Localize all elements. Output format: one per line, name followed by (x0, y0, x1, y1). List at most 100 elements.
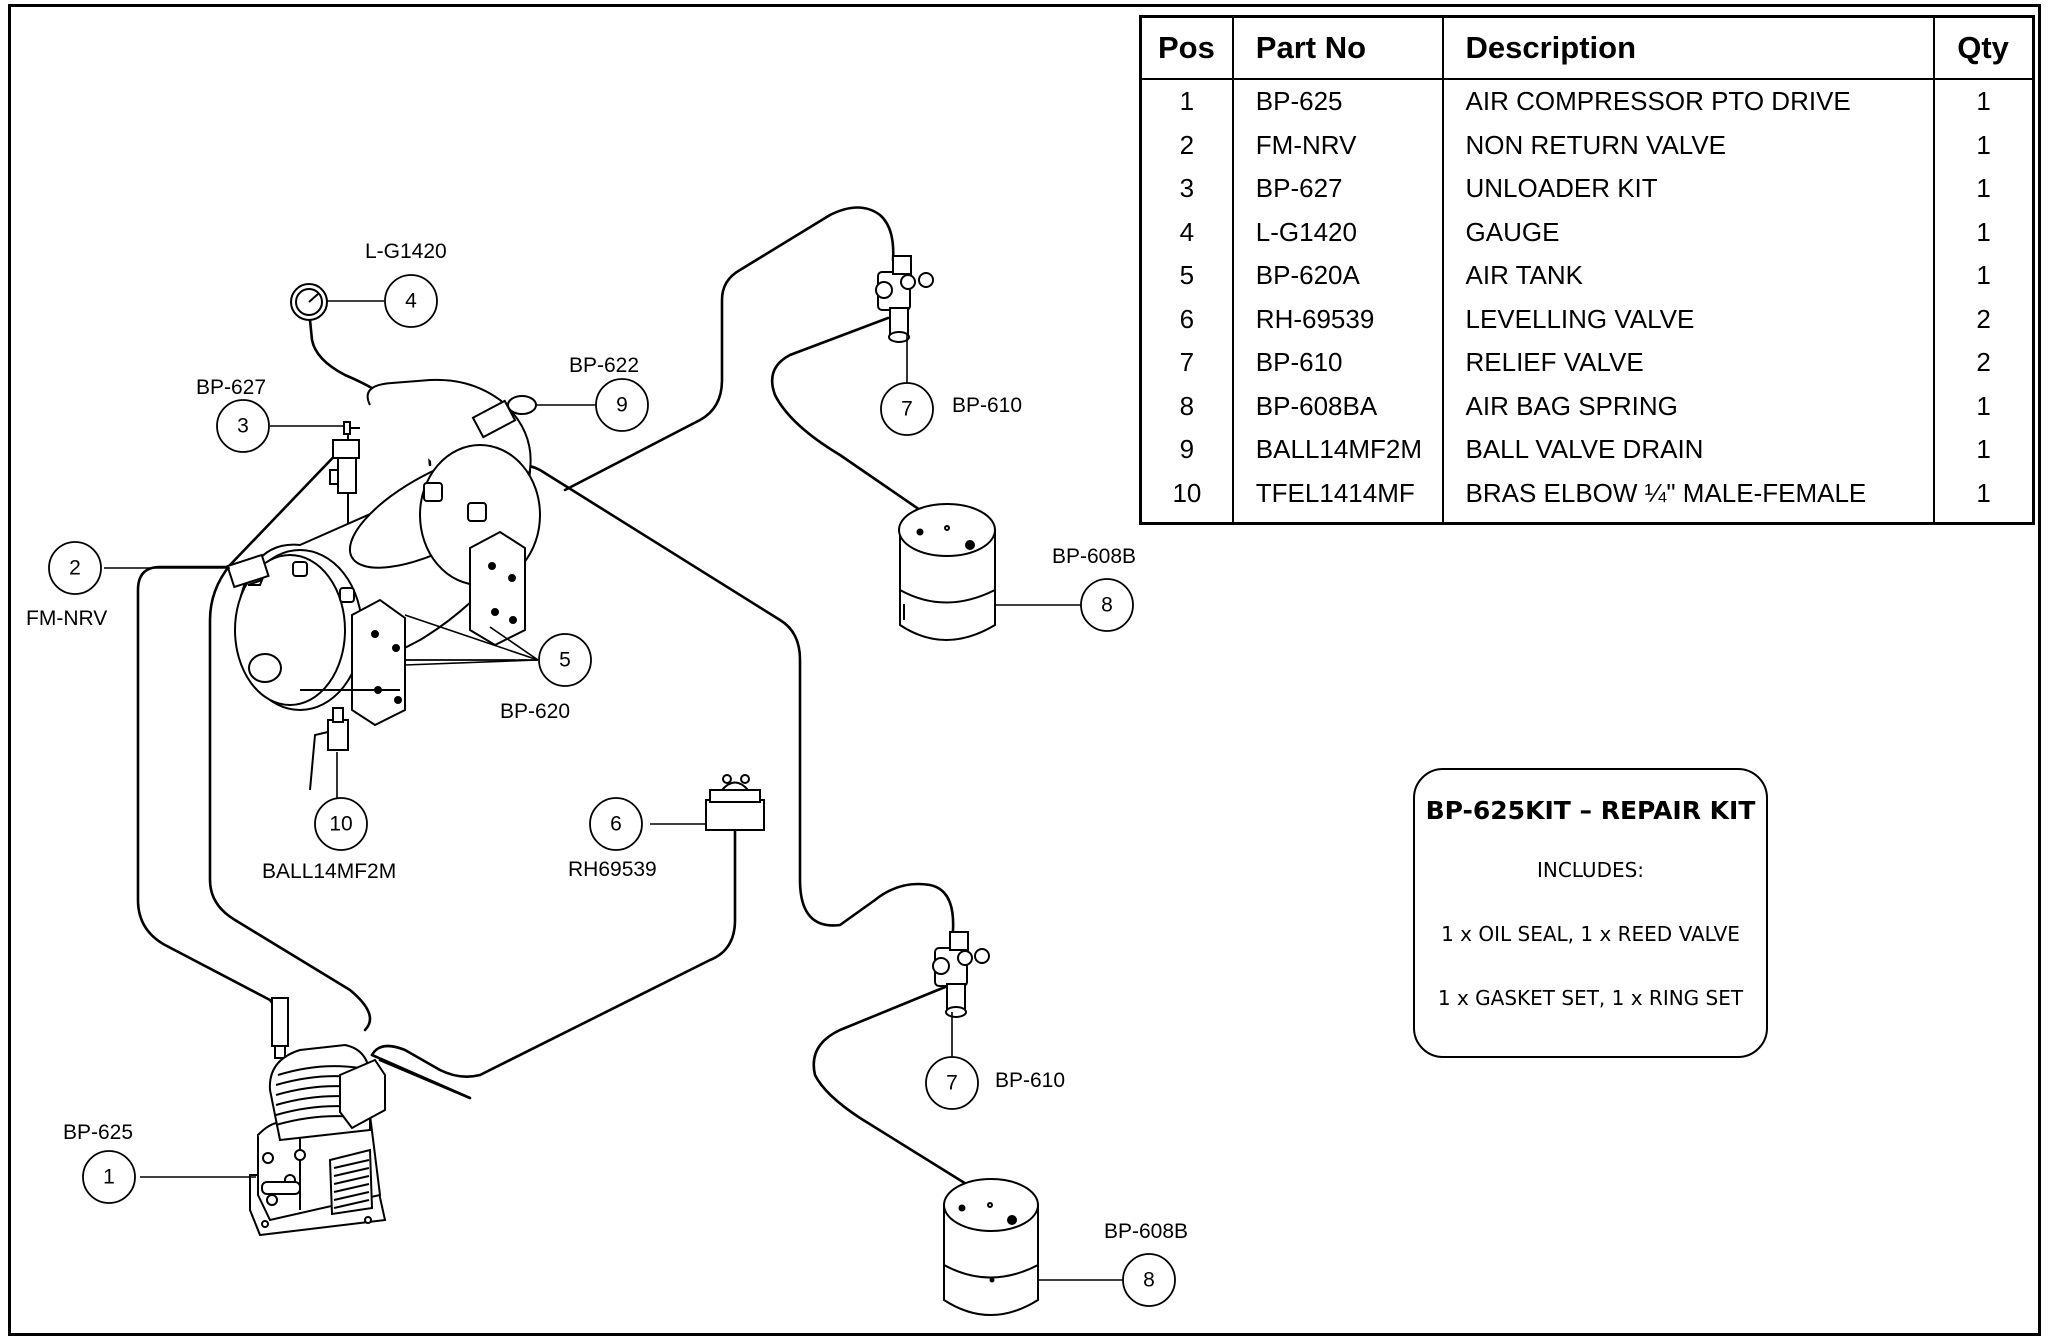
cell-qty: 2 (1933, 297, 2034, 341)
callouts (104, 300, 1124, 1281)
callout-circle-1 (82, 1150, 136, 1204)
callout-label-3: BP-627 (196, 376, 266, 399)
cell-description: AIR COMPRESSOR PTO DRIVE (1441, 79, 1935, 124)
callout-num-8a: 8 (1101, 594, 1113, 617)
cell-part-no: TFEL1414MF (1231, 471, 1443, 515)
cell-description: AIR TANK (1441, 254, 1935, 298)
table-row: 1 BP-625 AIR COMPRESSOR PTO DRIVE 1 (1141, 79, 2034, 124)
cell-pos: 10 (1172, 477, 1202, 508)
cell-part-no: L-G1420 (1231, 210, 1443, 254)
cell-part-no: BALL14MF2M (1231, 428, 1443, 472)
callout-circle-8a (1080, 578, 1134, 632)
cell-description: RELIEF VALVE (1441, 341, 1935, 385)
callout-circle-10 (314, 797, 368, 851)
cell-qty: 2 (1933, 341, 2034, 385)
cell-part-no: BP-608BA (1231, 384, 1443, 428)
cell-qty: 1 (1933, 79, 2034, 124)
callout-num-9: 9 (616, 394, 628, 417)
cell-part-no: BP-620A (1231, 254, 1443, 298)
cell-pos: 3 (1179, 173, 1195, 204)
callout-num-7a: 7 (901, 398, 913, 421)
callout-circle-2 (48, 541, 102, 595)
callout-label-8b: BP-608B (1104, 1220, 1188, 1243)
callout-labels: BP-625 FM-NRV BP-627 L-G1420 BP-620 RH69… (26, 240, 1188, 1243)
cell-part-no: RH-69539 (1231, 297, 1443, 341)
table-spacer-row (1141, 515, 2034, 524)
header-qty: Qty (1933, 16, 2034, 80)
callout-label-5: BP-620 (500, 700, 570, 723)
relief-valve-upper-icon (875, 255, 934, 343)
cell-description: BRAS ELBOW ¼" MALE-FEMALE (1441, 471, 1935, 515)
callout-num-3: 3 (237, 415, 249, 438)
table-row: 6 RH-69539 LEVELLING VALVE 2 (1141, 297, 2034, 341)
table-row: 3 BP-627 UNLOADER KIT 1 (1141, 167, 2034, 211)
cell-pos: 8 (1179, 390, 1195, 421)
table-header-row: Pos Part No Description Qty (1140, 16, 2034, 80)
cell-pos: 4 (1179, 216, 1195, 247)
drawing-frame (8, 4, 2041, 1336)
repair-kit-title: BP-625KIT – REPAIR KIT (1425, 796, 1756, 825)
hose-tank-to-upper-valve (563, 206, 895, 492)
table-row: 5 BP-620A AIR TANK 1 (1141, 254, 2034, 298)
parts-list-table: Pos Part No Description Qty 1 BP-625 AIR… (1139, 15, 2035, 525)
callout-circle-5 (538, 633, 592, 687)
cell-qty: 1 (1933, 471, 2034, 515)
callout-num-5: 5 (559, 649, 571, 672)
cell-pos: 6 (1179, 303, 1195, 334)
cell-qty: 1 (1933, 210, 2034, 254)
callout-label-1: BP-625 (63, 1121, 133, 1144)
cell-description: GAUGE (1441, 210, 1935, 254)
repair-kit-box: BP-625KIT – REPAIR KIT INCLUDES: 1 x OIL… (1413, 768, 1768, 1058)
repair-kit-line-2: 1 x GASKET SET, 1 x RING SET (1437, 986, 1744, 1010)
cell-part-no: BP-627 (1231, 167, 1443, 211)
repair-kit-includes: INCLUDES: (1536, 858, 1645, 882)
callout-num-10: 10 (329, 813, 352, 836)
unloader-kit-icon (329, 421, 360, 494)
header-part-no: Part No (1231, 16, 1443, 80)
callout-circle-8b (1122, 1253, 1176, 1307)
hose-tank-loop-left (208, 443, 372, 1032)
callout-num-2: 2 (69, 557, 81, 580)
levelling-valve-icon (705, 774, 765, 831)
callout-label-2: FM-NRV (26, 607, 107, 630)
cell-description: UNLOADER KIT (1441, 167, 1935, 211)
cell-pos: 9 (1179, 434, 1195, 465)
cell-qty: 1 (1933, 123, 2034, 167)
air-bag-upper-icon (898, 503, 996, 641)
callout-num-7b: 7 (946, 1072, 958, 1095)
air-tank (234, 378, 541, 727)
hose-tank-to-lower-valve (478, 463, 955, 947)
cell-pos: 2 (1179, 129, 1195, 160)
cell-qty: 1 (1933, 254, 2034, 298)
cell-description: AIR BAG SPRING (1441, 384, 1935, 428)
cell-pos: 5 (1179, 260, 1195, 291)
gauge-icon (290, 283, 328, 321)
bp-622-fitting-icon (471, 395, 537, 439)
cell-pos: 7 (1179, 347, 1195, 378)
table-row: 8 BP-608BA AIR BAG SPRING 1 (1141, 384, 2034, 428)
table-row: 10 TFEL1414MF BRAS ELBOW ¼" MALE-FEMALE … (1141, 471, 2034, 515)
table-row: 7 BP-610 RELIEF VALVE 2 (1141, 341, 2034, 385)
ball-valve-drain-icon (309, 707, 349, 791)
hose-compressor-to-tank (370, 1053, 472, 1100)
callout-label-7b: BP-610 (995, 1069, 1065, 1092)
cell-part-no: BP-610 (1231, 341, 1443, 385)
table-row: 9 BALL14MF2M BALL VALVE DRAIN 1 (1141, 428, 2034, 472)
callout-circles (48, 274, 1176, 1307)
cell-description: NON RETURN VALVE (1441, 123, 1935, 167)
callout-label-4: L-G1420 (365, 240, 447, 263)
callout-circle-7a (880, 382, 934, 436)
cell-qty: 1 (1933, 428, 2034, 472)
hose-compressor-to-levelling (370, 828, 737, 1078)
cell-qty: 1 (1933, 384, 2034, 428)
cell-qty: 1 (1933, 167, 2034, 211)
callout-circle-6 (589, 797, 643, 851)
callout-num-6: 6 (610, 813, 622, 836)
callout-circle-3 (216, 399, 270, 453)
air-compressor-icon (249, 997, 387, 1237)
table-row: 4 L-G1420 GAUGE 1 (1141, 210, 2034, 254)
table-row: 2 FM-NRV NON RETURN VALVE 1 (1141, 123, 2034, 167)
callout-label-8a: BP-608B (1052, 545, 1136, 568)
callout-circle-7b (925, 1056, 979, 1110)
